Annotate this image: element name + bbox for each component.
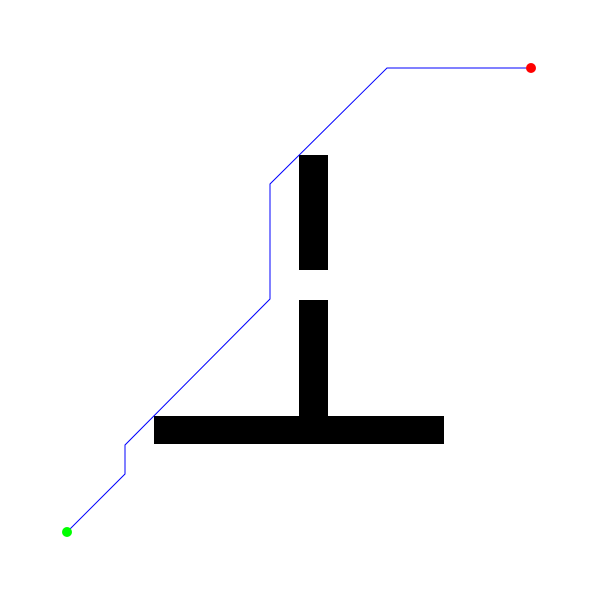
goal-point xyxy=(526,63,536,73)
obstacles xyxy=(154,155,444,444)
start-point xyxy=(62,527,72,537)
horizontal-wall xyxy=(154,416,444,444)
upper-vertical-wall xyxy=(299,155,328,270)
planned-path xyxy=(66,67,531,533)
lower-vertical-wall xyxy=(299,300,328,420)
